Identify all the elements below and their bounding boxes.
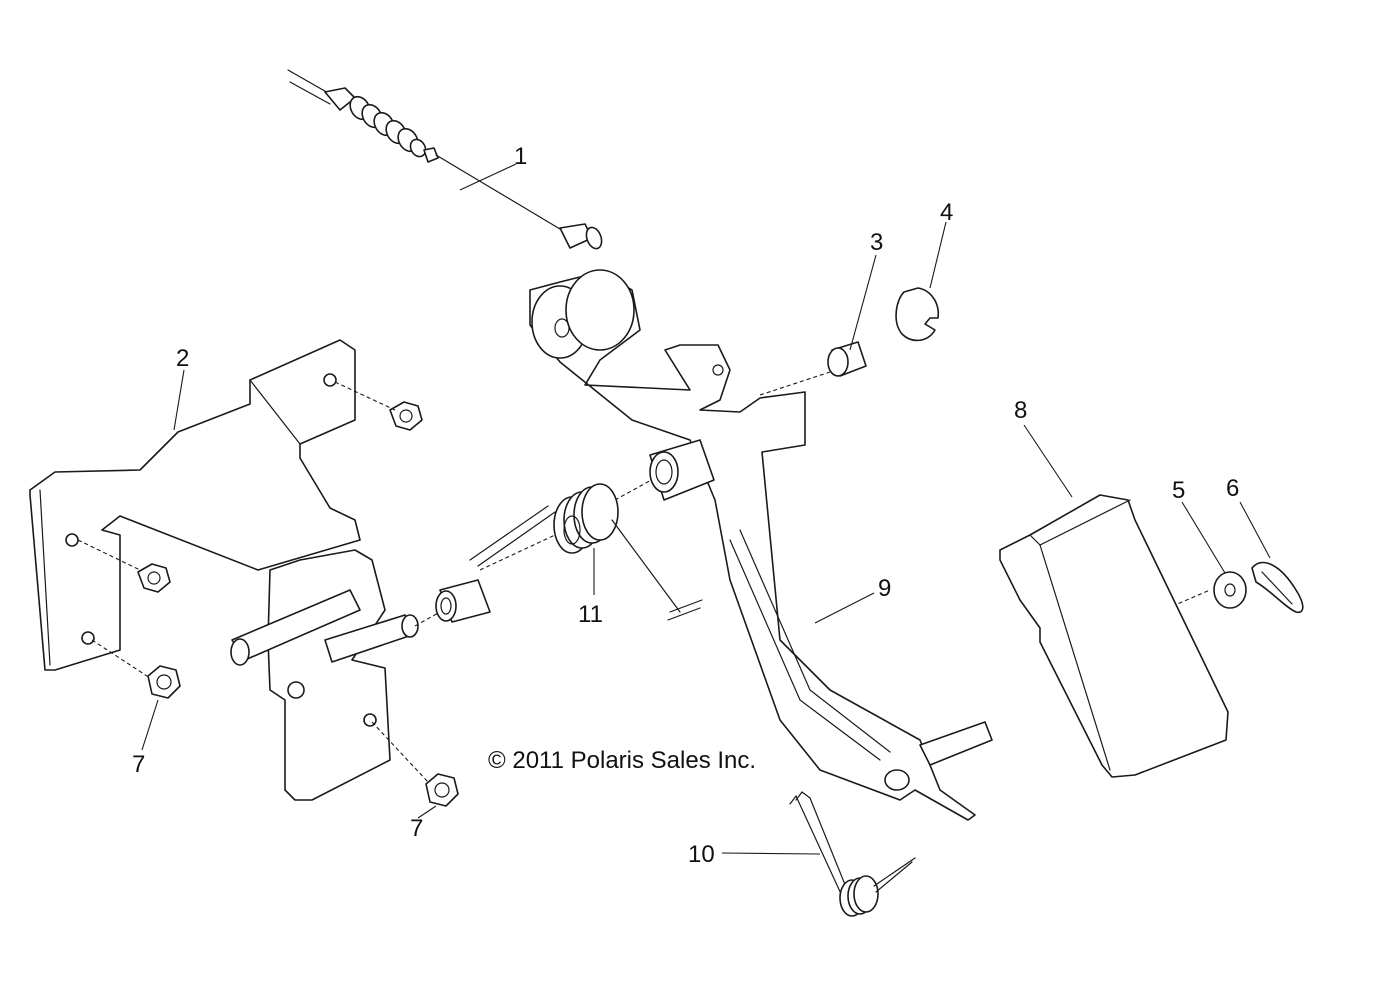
brake-pedal-part [529,269,993,821]
washer-part [1213,571,1247,609]
pivot-plate-part [230,549,419,801]
bushing-small-part [827,341,867,377]
callout-2: 2 [176,345,189,372]
callout-8: 8 [1014,397,1027,424]
torsion-spring-part [469,483,703,621]
flange-nut-parts [137,401,459,807]
e-clip-part [895,287,940,342]
copyright-text: © 2011 Polaris Sales Inc. [488,747,756,774]
callout-11: 11 [578,601,603,628]
callout-10: 10 [688,841,715,868]
leader-lines [141,163,1271,855]
pedal-pad-part [999,494,1229,778]
callout-1: 1 [514,143,527,170]
return-spring-part [789,791,916,917]
callout-3: 3 [870,229,883,256]
callout-7-right: 7 [410,815,423,842]
callout-9: 9 [878,575,891,602]
cable-part [287,69,603,250]
callout-5: 5 [1172,477,1185,504]
callout-labels: 1 2 3 4 5 6 7 7 8 9 10 11 [132,143,1239,868]
callout-4: 4 [940,199,953,226]
hair-pin-clip-part [1251,561,1304,614]
bushing-part [435,579,491,623]
mounting-bracket-part [29,339,361,671]
callout-7-left: 7 [132,751,145,778]
callout-6: 6 [1226,475,1239,502]
